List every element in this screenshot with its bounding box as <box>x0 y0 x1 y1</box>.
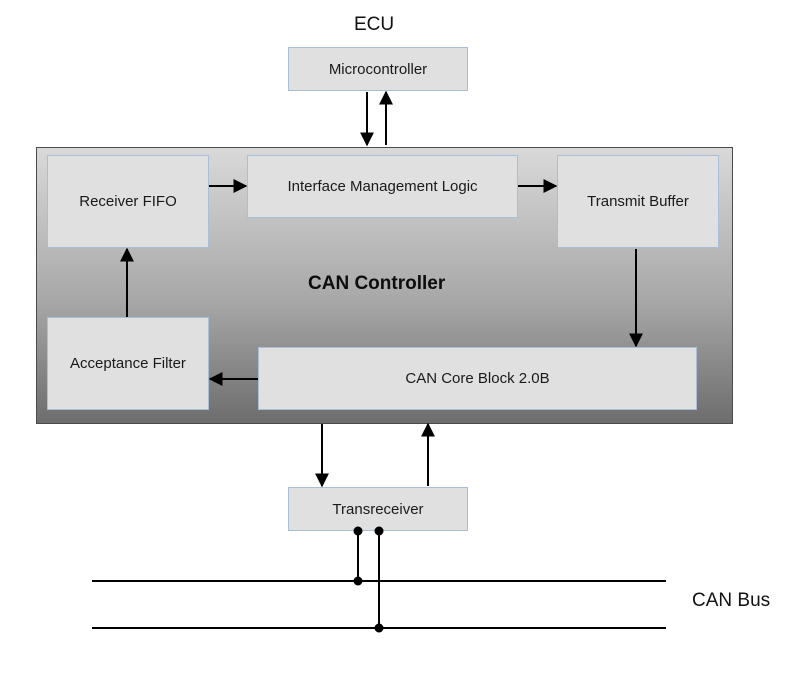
ecu-label: ECU <box>354 14 395 35</box>
receiver-fifo-block: Receiver FIFO <box>47 155 209 248</box>
interface-management-logic-block: Interface Management Logic <box>247 155 518 218</box>
junction-dot-4 <box>374 623 384 633</box>
microcontroller-block: Microcontroller <box>288 47 468 91</box>
interface-management-logic-label: Interface Management Logic <box>287 178 478 195</box>
junction-dot-2 <box>374 526 384 536</box>
transreceiver-block: Transreceiver <box>288 487 468 531</box>
transreceiver-label: Transreceiver <box>332 500 424 518</box>
can-core-block-label: CAN Core Block 2.0B <box>405 370 550 387</box>
can-controller-title: CAN Controller <box>308 273 446 294</box>
can-core-block: CAN Core Block 2.0B <box>258 347 697 410</box>
junction-dot-3 <box>353 576 363 586</box>
transmit-buffer-label: Transmit Buffer <box>587 193 689 210</box>
microcontroller-label: Microcontroller <box>328 60 428 78</box>
junction-dot-1 <box>353 526 363 536</box>
transmit-buffer-block: Transmit Buffer <box>557 155 719 248</box>
acceptance-filter-label: Acceptance Filter <box>70 355 186 372</box>
acceptance-filter-block: Acceptance Filter <box>47 317 209 410</box>
receiver-fifo-label: Receiver FIFO <box>79 193 177 210</box>
can-bus-label: CAN Bus <box>692 590 771 611</box>
